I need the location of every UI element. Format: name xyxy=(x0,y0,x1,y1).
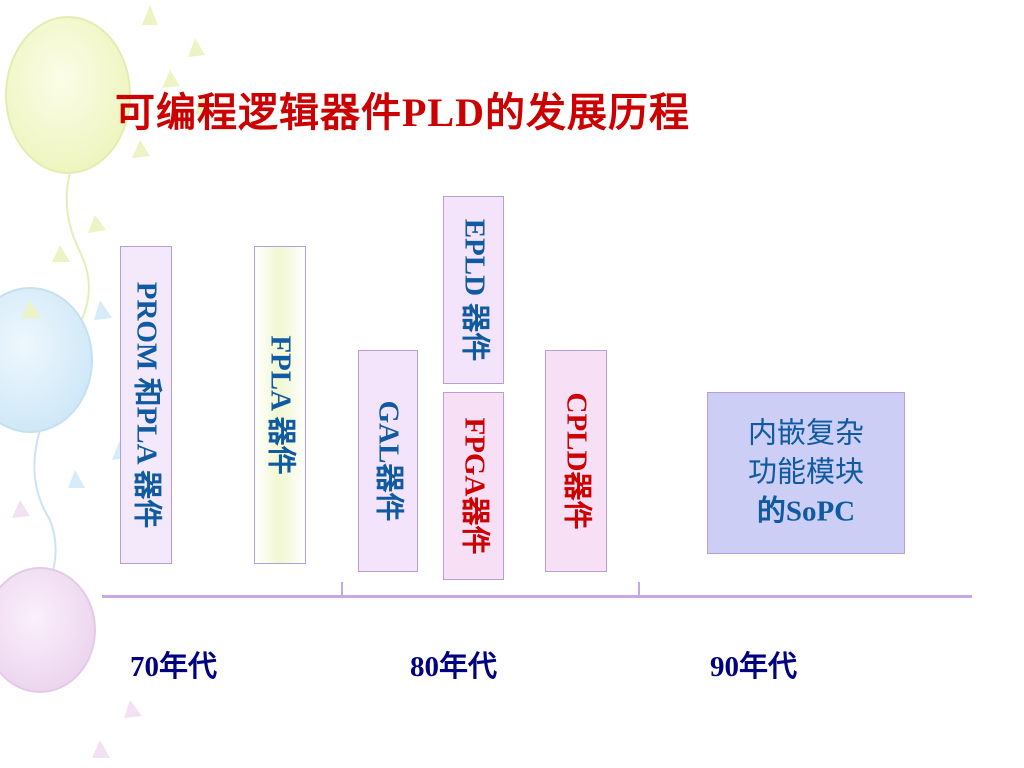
sopc-line-2: 功能模块 xyxy=(747,456,864,489)
era-label-70s: 70年代 xyxy=(130,651,218,683)
fpla-device-box: FPLA 器件 xyxy=(254,246,306,564)
timeline-axis xyxy=(102,595,972,598)
gal-device-box: GAL器件 xyxy=(358,350,418,572)
fpla-device-label: FPLA 器件 xyxy=(264,335,297,475)
era-label-80s: 80年代 xyxy=(410,651,498,683)
epld-device-label: EPLD 器件 xyxy=(458,218,490,362)
page-title: 可编程逻辑器件PLD的发展历程 xyxy=(115,90,690,135)
cpld-device-box: CPLD器件 xyxy=(545,350,607,572)
sopc-line-3: 的SoPC xyxy=(756,495,856,528)
epld-device-box: EPLD 器件 xyxy=(443,196,504,384)
gal-device-label: GAL器件 xyxy=(372,400,405,522)
fpga-device-label: FPGA器件 xyxy=(458,417,490,555)
timeline-tick-1 xyxy=(341,582,343,598)
prom-pla-device-label: PROM 和PLA 器件 xyxy=(130,281,163,529)
cpld-device-label: CPLD器件 xyxy=(560,392,593,530)
timeline-tick-2 xyxy=(638,582,640,598)
sopc-line-1: 内嵌复杂 xyxy=(747,417,864,450)
sopc-device-label: 内嵌复杂 功能模块 的SoPC xyxy=(708,415,904,532)
prom-pla-device-box: PROM 和PLA 器件 xyxy=(120,246,172,564)
era-label-90s: 90年代 xyxy=(710,651,798,683)
fpga-device-box: FPGA器件 xyxy=(443,392,504,580)
sopc-device-box: 内嵌复杂 功能模块 的SoPC xyxy=(707,392,905,554)
